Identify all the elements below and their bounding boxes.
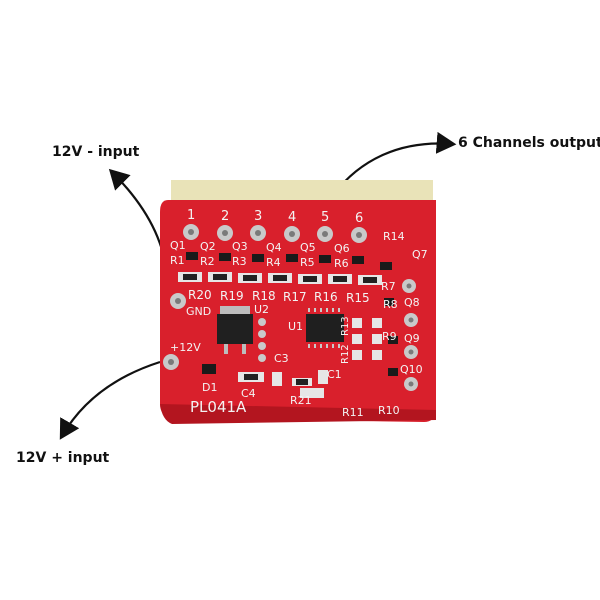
channel-number-5: 5: [321, 210, 329, 225]
label-u2: U2: [254, 303, 269, 316]
label-q4: Q4: [266, 241, 282, 254]
label-u1: U1: [288, 320, 303, 333]
label-r10: R10: [378, 404, 400, 417]
regulator-u2: [217, 306, 253, 354]
label-r5: R5: [300, 256, 315, 269]
label-q1: Q1: [170, 239, 186, 252]
controller-u1: [306, 308, 344, 348]
label-r1: R1: [170, 254, 185, 267]
label-c4: C4: [241, 387, 256, 400]
label-q7: Q7: [412, 248, 428, 261]
label-r4: R4: [266, 256, 281, 269]
label-r15: R15: [346, 291, 370, 305]
label-r12: R12: [340, 344, 351, 364]
label-r11: R11: [342, 406, 364, 419]
transistor-row: [186, 252, 364, 264]
label-r17: R17: [283, 290, 307, 304]
label-r9: R9: [382, 330, 397, 343]
label-plus12v: +12V: [170, 341, 201, 354]
label-q9: Q9: [404, 332, 420, 345]
channel-number-2: 2: [221, 209, 229, 224]
channel-pads: [183, 224, 367, 243]
label-r2: R2: [200, 255, 215, 268]
label-q2: Q2: [200, 240, 216, 253]
label-q10: Q10: [400, 363, 423, 376]
bottom-parts: [202, 364, 328, 398]
label-r8: R8: [383, 298, 398, 311]
resistor-rows: [178, 272, 382, 285]
right-small-parts: [352, 262, 398, 376]
channel-number-3: 3: [254, 209, 262, 224]
label-r18: R18: [252, 289, 276, 303]
label-q5: Q5: [300, 241, 316, 254]
label-r7: R7: [381, 280, 396, 293]
callout-6-channels-output: 6 Channels output: [458, 135, 600, 151]
channel-number-6: 6: [355, 211, 363, 226]
board-model-label: PL041A: [190, 398, 247, 416]
arrow-plus-input: [59, 360, 161, 440]
label-c3: C3: [274, 352, 289, 365]
label-r19: R19: [220, 289, 244, 303]
channel-number-4: 4: [288, 210, 296, 225]
label-q8: Q8: [404, 296, 420, 309]
label-q6: Q6: [334, 242, 350, 255]
label-r6: R6: [334, 257, 349, 270]
label-r13: R13: [340, 316, 351, 336]
label-r16: R16: [314, 290, 338, 304]
label-c1: C1: [327, 368, 342, 381]
right-channel-pads: [402, 279, 418, 391]
label-r14: R14: [383, 230, 405, 243]
label-q3: Q3: [232, 240, 248, 253]
label-d1: D1: [202, 381, 217, 394]
channel-number-1: 1: [187, 208, 195, 223]
label-r3: R3: [232, 255, 247, 268]
callout-12v-plus-input: 12V + input: [16, 450, 110, 466]
label-gnd: GND: [186, 305, 211, 318]
callout-12v-minus-input: 12V - input: [52, 144, 140, 160]
label-r20: R20: [188, 288, 212, 302]
label-r21: R21: [290, 394, 312, 407]
